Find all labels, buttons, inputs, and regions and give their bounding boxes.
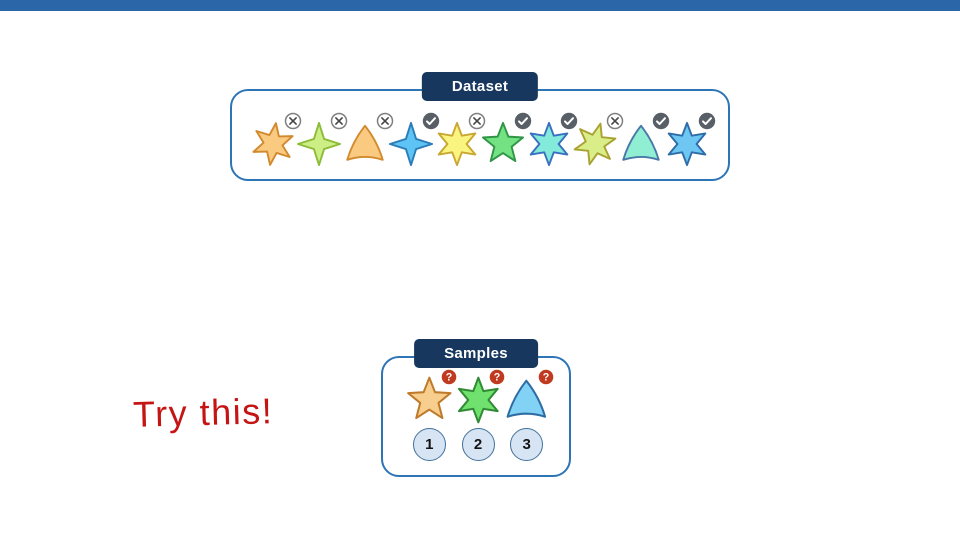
aqua-triangle-icon (622, 124, 660, 161)
question-badge-icon: ? (489, 369, 505, 385)
sample-slot-3-button[interactable]: 3 (510, 428, 544, 461)
blue-triangle-icon (506, 379, 547, 418)
dataset-shapes-row (250, 112, 716, 167)
dataset-panel: Dataset (230, 72, 730, 181)
sample-slot-1-button[interactable]: 1 (412, 428, 446, 461)
yellow-six-point-star-icon (437, 121, 477, 167)
try-this-annotation: Try this! (132, 390, 274, 435)
svg-text:?: ? (445, 372, 452, 384)
samples-panel-label: Samples (414, 339, 538, 368)
dataset-shape-orange-six-point-star (250, 112, 302, 167)
check-badge-icon (698, 112, 716, 130)
check-badge-icon (514, 112, 532, 130)
sample-shape-tan-five-point-star[interactable]: ? (405, 369, 456, 425)
top-accent-bar (0, 0, 960, 11)
green-five-point-star-icon (482, 121, 524, 163)
green-six-point-star-icon (457, 376, 499, 424)
sample-number-cell-2: 2 (454, 428, 503, 461)
cross-badge-icon (284, 112, 302, 130)
check-badge-icon (560, 112, 578, 130)
dataset-shape-teal-six-point-star (526, 112, 578, 167)
svg-text:?: ? (543, 372, 550, 384)
samples-shapes-row: ??? (405, 369, 554, 425)
dataset-shape-yellow-green-four-point-star (296, 112, 348, 167)
sample-number-cell-1: 1 (405, 428, 454, 461)
cross-badge-icon (468, 112, 486, 130)
check-badge-icon (422, 112, 440, 130)
check-badge-icon (652, 112, 670, 130)
orange-triangle-icon (346, 124, 384, 161)
dataset-shape-green-five-point-star (480, 112, 532, 167)
dataset-shape-lime-six-point-star (572, 112, 624, 167)
svg-text:?: ? (494, 372, 501, 384)
dataset-shape-blue-four-point-star (388, 112, 440, 167)
dataset-shape-orange-triangle (342, 112, 394, 167)
blue-four-point-star-icon (388, 121, 434, 167)
yellow-green-four-point-star-icon (296, 121, 342, 167)
sample-number-cell-3: 3 (502, 428, 551, 461)
cross-badge-icon (376, 112, 394, 130)
sample-shape-green-six-point-star[interactable]: ? (454, 369, 505, 425)
cross-badge-icon (330, 112, 348, 130)
tan-five-point-star-icon (407, 376, 452, 420)
question-badge-icon: ? (441, 369, 457, 385)
dataset-panel-label: Dataset (421, 72, 539, 101)
lime-six-point-star-icon (573, 122, 617, 166)
orange-six-point-star-icon (252, 122, 294, 166)
dataset-shape-blue-six-point-star (664, 112, 716, 167)
dataset-shape-aqua-triangle (618, 112, 670, 167)
dataset-shape-yellow-six-point-star (434, 112, 486, 167)
blue-six-point-star-icon (667, 121, 707, 167)
cross-badge-icon (606, 112, 624, 130)
question-badge-icon: ? (538, 369, 554, 385)
teal-six-point-star-icon (529, 121, 569, 167)
sample-slot-2-button[interactable]: 2 (461, 428, 495, 461)
sample-shape-blue-triangle[interactable]: ? (502, 369, 554, 425)
